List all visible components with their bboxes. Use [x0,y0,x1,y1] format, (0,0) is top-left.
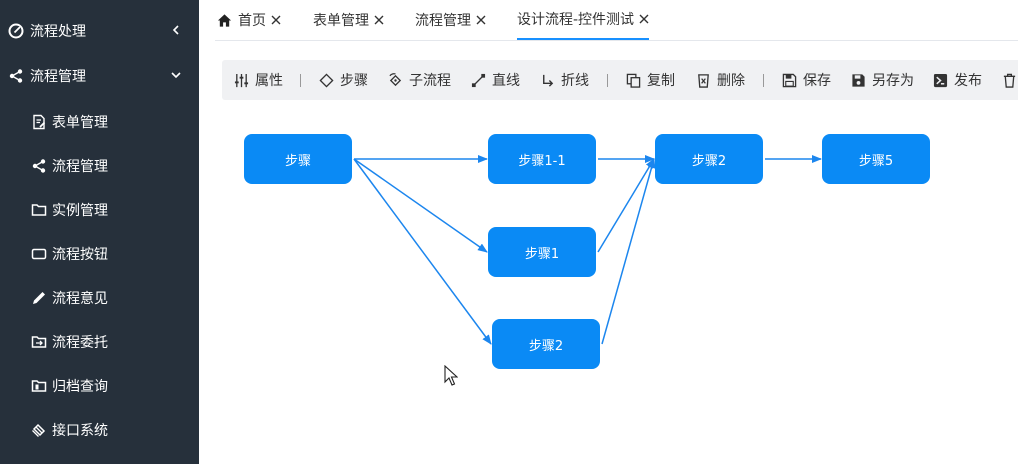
toolbar-divider [763,74,764,87]
pencil-icon [33,292,45,304]
tab-form-management[interactable]: 表单管理 [313,0,384,40]
publish-icon [933,73,948,87]
flow-edge-n1-n5[interactable] [353,158,488,253]
archive-icon [31,380,47,392]
close-icon[interactable] [639,14,649,24]
home-icon [217,13,232,27]
form-edit-icon [33,114,46,130]
sidebar-item-process-management[interactable]: 流程管理 [0,144,199,188]
straight-line-button[interactable]: 直线 [471,60,520,100]
step-button[interactable]: 步骤 [319,60,368,100]
tool-label: 另存为 [872,73,914,89]
copy-button[interactable]: 复制 [626,60,675,100]
sidebar-item-label: 接口系统 [52,423,108,439]
tab-home[interactable]: 首页 [217,0,281,40]
flow-node-n3[interactable]: 步骤2 [655,134,763,184]
button-icon [31,248,47,260]
sidebar-item-label: 归档查询 [52,379,108,395]
tab-label: 流程管理 [415,13,471,29]
chevron-down-icon [171,72,181,79]
tool-label: 发布 [954,73,982,89]
close-icon[interactable] [271,15,281,25]
subflow-icon [389,72,402,86]
sliders-icon [234,73,249,87]
tool-label: 保存 [803,73,831,89]
sidebar-item-process-buttons[interactable]: 流程按钮 [0,232,199,276]
properties-button[interactable]: 属性 [234,60,283,100]
flow-canvas[interactable]: 步骤 步骤1-1 步骤2 步骤5 步骤1 步骤2 [215,102,1018,464]
tab-design-process[interactable]: 设计流程-控件测试 [517,0,650,40]
line-icon [471,73,486,87]
flow-edge-n1-n6[interactable] [353,158,492,345]
sidebar-item-interface-system[interactable]: 接口系统 [0,408,199,452]
delete-icon [698,73,709,88]
tool-label: 属性 [255,73,283,89]
close-icon[interactable] [476,15,486,25]
mouse-cursor-icon [444,365,458,386]
sidebar-item-label: 流程管理 [52,159,108,175]
sidebar-item-instance-management[interactable]: 实例管理 [0,188,199,232]
tool-label: 折线 [561,73,589,89]
polyline-button[interactable]: 折线 [540,60,589,100]
sidebar-item-process-delegation[interactable]: 流程委托 [0,320,199,364]
flow-node-n5[interactable]: 步骤1 [488,227,596,277]
flow-edge-n6-n3[interactable] [601,158,656,345]
tab-bar: 首页 表单管理 流程管理 设计流程-控件测试 [215,0,1018,41]
copy-icon [626,73,641,88]
flow-edges [353,155,822,345]
menu-group-label: 流程管理 [30,69,86,85]
sidebar-item-label: 表单管理 [52,115,108,131]
edit-circle-icon [8,23,24,39]
designer-toolbar: 属性 步骤 子流程 直线 折线 复制 [222,60,1018,100]
delete-button[interactable]: 删除 [696,60,745,100]
folder-arrow-icon [31,336,47,348]
tab-label: 首页 [238,13,266,29]
publish-button[interactable]: 发布 [933,60,982,100]
flow-node-n2[interactable]: 步骤1-1 [488,134,596,184]
tab-label: 表单管理 [313,13,369,29]
sidebar: 流程处理 流程管理 表单管理 流程管理 实例管理 [0,0,199,464]
tool-label: 删除 [717,73,745,89]
share-icon [32,159,46,173]
sidebar-item-archive-query[interactable]: 归档查询 [0,364,199,408]
tool-label: 直线 [492,73,520,89]
clear-button[interactable] [1002,60,1018,100]
save-as-icon [852,73,865,87]
sidebar-item-label: 流程按钮 [52,247,108,263]
subflow-button[interactable]: 子流程 [388,60,451,100]
sidebar-item-form-management[interactable]: 表单管理 [0,100,199,144]
sidebar-item-process-opinions[interactable]: 流程意见 [0,276,199,320]
diamond-icon [319,72,334,88]
close-icon[interactable] [374,15,384,25]
tab-label: 设计流程-控件测试 [517,12,635,28]
sidebar-item-label: 流程意见 [52,291,108,307]
save-icon [782,73,797,87]
flow-edge-n5-n3[interactable] [597,158,655,253]
tool-label: 步骤 [340,73,368,89]
save-as-button[interactable]: 另存为 [851,60,914,100]
share-icon [9,69,23,83]
menu-group-process-handling[interactable]: 流程处理 [0,9,199,53]
tool-label: 子流程 [409,73,451,89]
chevron-left-icon [172,25,179,35]
tool-label: 复制 [647,73,675,89]
flow-node-n4[interactable]: 步骤5 [822,134,930,184]
sidebar-item-label: 流程委托 [52,335,108,351]
toolbar-divider [300,74,301,87]
folder-icon [31,204,47,216]
trash-icon [1003,73,1016,88]
menu-group-label: 流程处理 [30,24,86,40]
sidebar-item-label: 实例管理 [52,203,108,219]
flow-node-n6[interactable]: 步骤2 [492,319,600,369]
save-button[interactable]: 保存 [782,60,831,100]
tab-process-management[interactable]: 流程管理 [415,0,486,40]
polyline-icon [543,74,554,87]
plug-icon [32,423,46,437]
toolbar-divider [607,74,608,87]
flow-node-n1[interactable]: 步骤 [244,134,352,184]
menu-group-process-management[interactable]: 流程管理 [0,54,199,98]
